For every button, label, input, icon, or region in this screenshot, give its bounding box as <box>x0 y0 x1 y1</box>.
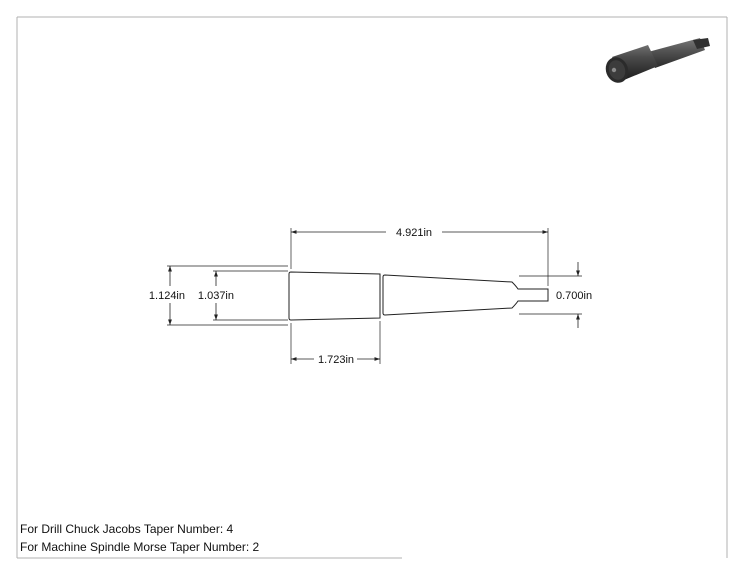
extension-lines <box>167 228 582 364</box>
body-length-dimension: 1.723in <box>291 354 380 366</box>
outer-diameter-label: 1.124in <box>149 290 185 302</box>
inner-diameter-dimension: 1.037in <box>198 271 234 320</box>
arbor-3d-thumbnail-icon <box>605 38 710 83</box>
body-length-label: 1.723in <box>318 354 354 366</box>
arbor-outline <box>288 271 549 321</box>
morse-taper-note: For Machine Spindle Morse Taper Number: … <box>20 540 260 554</box>
overall-length-dimension: 4.921in <box>291 227 548 239</box>
outer-diameter-dimension: 1.124in <box>149 266 185 325</box>
sheet-border <box>16 16 728 559</box>
jacobs-taper-note: For Drill Chuck Jacobs Taper Number: 4 <box>20 522 234 536</box>
tip-diameter-label: 0.700in <box>556 290 592 302</box>
inner-diameter-label: 1.037in <box>198 290 234 302</box>
tip-diameter-dimension: 0.700in <box>556 262 592 328</box>
overall-length-label: 4.921in <box>396 227 432 239</box>
